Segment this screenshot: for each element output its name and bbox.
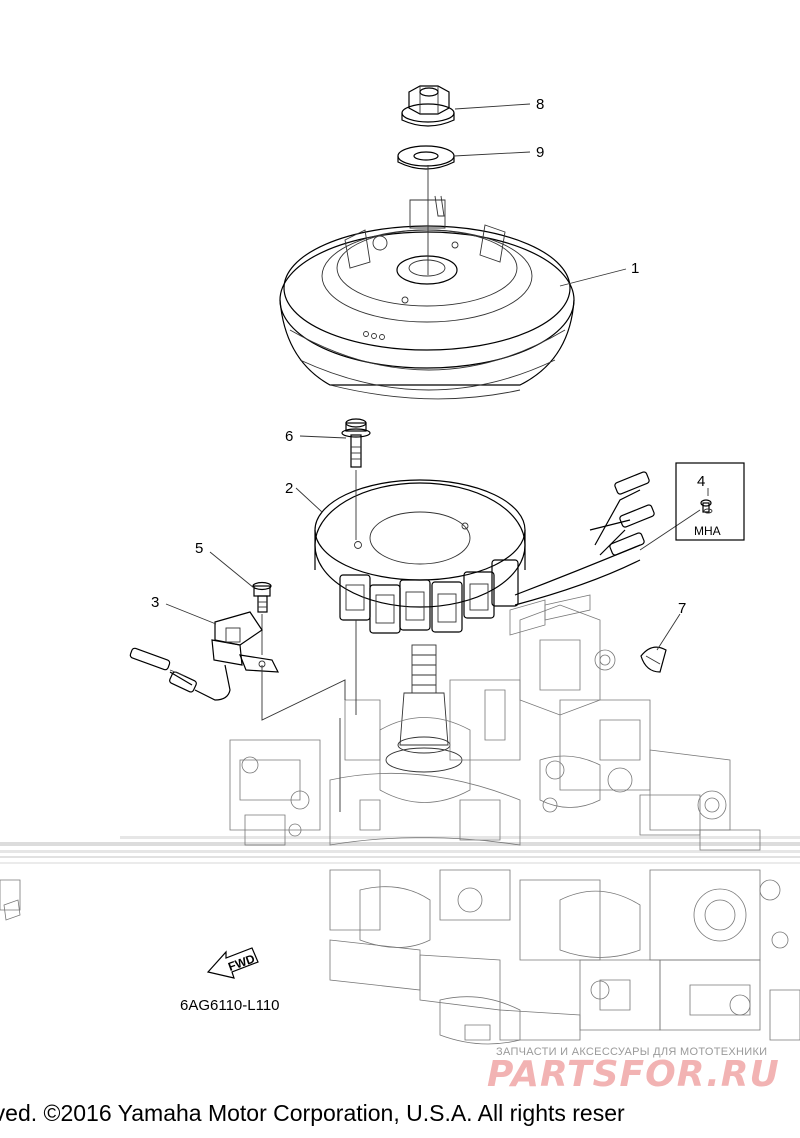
stator-coils (339, 559, 519, 634)
callout-4: 4 (697, 473, 705, 490)
washer (397, 145, 455, 170)
watermark-logo: PARTSFOR.RU (487, 1054, 780, 1095)
callout-9: 9 (536, 144, 544, 161)
leader-lines (165, 103, 709, 651)
bolt-5 (252, 581, 272, 613)
watermark: ЗАПЧАСТИ И АКСЕССУАРЫ ДЛЯ МОТОТЕХНИКИ PA… (487, 1046, 780, 1095)
pulser-guide-line (261, 665, 346, 721)
callout-6: 6 (285, 428, 293, 445)
callout-2: 2 (285, 480, 293, 497)
screw-4 (700, 499, 713, 514)
fwd-label: FWD (226, 951, 257, 974)
callout-numbers: 8 9 1 6 4 2 5 3 7 (151, 96, 705, 617)
lower-block (0, 869, 800, 1045)
engine-block-illustration (0, 594, 800, 1045)
rotor-assembly (279, 195, 575, 400)
callout-1: 1 (631, 260, 639, 277)
callout-7: 7 (678, 600, 686, 617)
callout-3: 3 (151, 594, 159, 611)
callout-5: 5 (195, 540, 203, 557)
inset-label: MHA (694, 524, 721, 538)
fwd-arrow: FWD (206, 947, 259, 979)
upper-block (229, 594, 761, 851)
figure-code: 6AG6110-L110 (180, 997, 280, 1014)
bolt-6 (341, 418, 371, 468)
crankshaft (385, 644, 463, 773)
pulser-coil (129, 611, 280, 701)
callout-8: 8 (536, 96, 544, 113)
woodruff-key (640, 646, 667, 673)
flange-nut (401, 85, 455, 127)
watermark-tagline: ЗАПЧАСТИ И АКСЕССУАРЫ ДЛЯ МОТОТЕХНИКИ (496, 1046, 767, 1058)
copyright-notice: rved. ©2016 Yamaha Motor Corporation, U.… (0, 1100, 625, 1126)
stator-assembly (314, 471, 701, 634)
speckle-band (0, 836, 800, 864)
mha-inset-box: MHA (675, 462, 745, 541)
